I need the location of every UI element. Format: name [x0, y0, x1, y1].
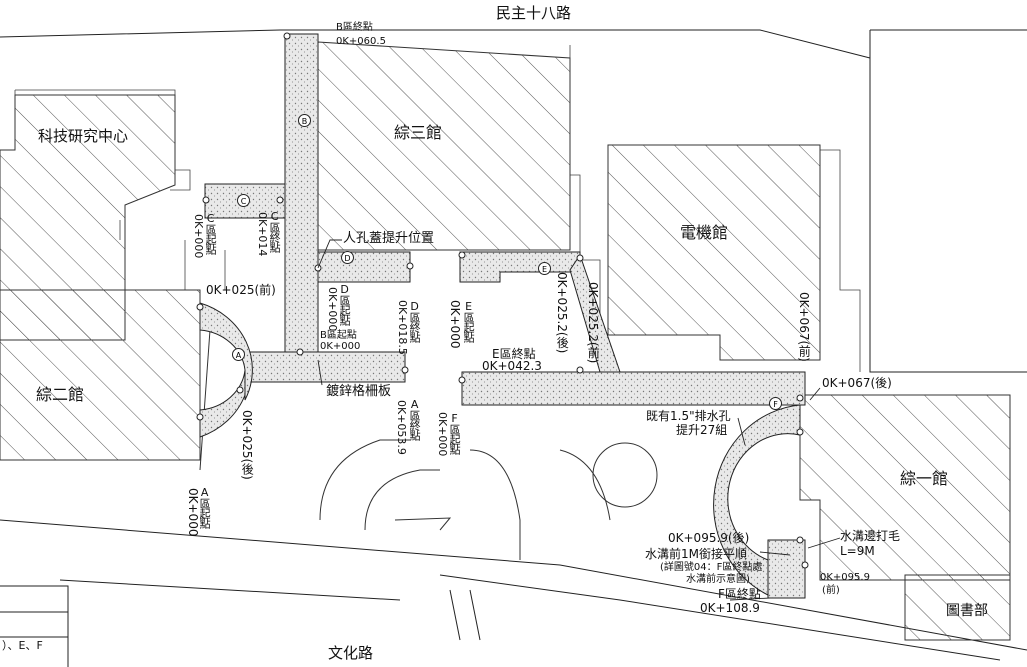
building-label-first-hall: 綜一館 [900, 469, 949, 488]
callout-drain-holes-2: 提升27組 [676, 423, 728, 437]
station-a-end: A區終點 [408, 398, 422, 440]
station-e-end-value: 0K+042.3 [482, 359, 542, 373]
station-f-0959-front: 0K+095.9 [820, 572, 870, 583]
station-c-start: C區起點 [204, 212, 218, 254]
callout-grating: 鍍鋅格柵板 [326, 384, 392, 399]
station-e-start: E區起點 [462, 300, 476, 342]
callout-drain-holes-1: 既有1.5"排水孔 [646, 409, 731, 423]
zone-marker-f: F [769, 397, 782, 410]
station-f-end-label: F區終點 [718, 587, 761, 601]
building-first-hall [799, 394, 1011, 581]
station-e-end-label: E區終點 [492, 347, 536, 361]
building-label-third-hall: 綜三館 [394, 123, 443, 142]
legend-fragment: ）、E、F [2, 639, 43, 652]
station-b-start-label: B區起點 [320, 330, 357, 341]
station-a-front: 0K+025(前) [206, 283, 276, 297]
road-edges [0, 29, 1027, 661]
station-d-start: D區起點 [338, 283, 352, 325]
building-label-electrical-hall: 電機館 [680, 223, 729, 242]
station-e-mid-back: 0K+025.2(後) [555, 272, 570, 354]
station-a-start: A區起點 [198, 486, 212, 528]
zone-f-end [767, 539, 806, 599]
building-blocks [0, 41, 1011, 641]
callout-ditch-edge-1: 水溝邊打毛 [840, 529, 901, 543]
station-a-end-value: 0K+053.9 [395, 400, 409, 455]
callout-ditch-edge-2: L=9M [840, 544, 875, 558]
callout-ditch-front-1: 水溝前1M銜接平順 [645, 547, 747, 561]
station-d-end: D區終點 [408, 300, 422, 342]
zone-marker-b: B [298, 114, 311, 127]
station-a-back: 0K+025(後) [240, 410, 255, 480]
callout-ditch-front-2: (詳圖號04：F區終點處 [660, 562, 763, 573]
zone-marker-e: E [538, 262, 551, 275]
building-label-library: 圖書部 [946, 603, 988, 619]
station-b-start-value: 0K+000 [320, 341, 361, 352]
zone-d-paving [317, 251, 411, 283]
callout-ditch-front-3: 水溝前示意圖) [686, 574, 750, 585]
paving-zones [199, 33, 806, 599]
station-b-end-value: 0K+060.5 [336, 36, 386, 47]
station-d-end-value: 0K+018.5 [396, 300, 410, 355]
building-library [904, 574, 1011, 641]
building-second-hall [0, 289, 201, 461]
plaza-curves [199, 329, 658, 560]
road-label-north: 民主十八路 [496, 4, 572, 22]
zone-a-arc-lower [199, 369, 246, 438]
road-label-south: 文化路 [328, 644, 374, 662]
zone-marker-d: D [341, 251, 354, 264]
leader-lines [317, 239, 841, 601]
station-c-end: C區終點 [268, 210, 282, 252]
station-f-067-back: 0K+067(後) [822, 376, 892, 390]
station-b-end-label: B區終點 [336, 22, 373, 33]
station-e-mid-front: 0K+025.2(前) [586, 282, 601, 364]
zone-b-paving [284, 33, 319, 353]
zone-e-paving [459, 251, 581, 283]
station-d-start-value: 0K+000 [326, 287, 340, 332]
station-f-start-value: 0K+000 [436, 412, 450, 457]
station-f-0959-back: 0K+095.9(後) [668, 531, 750, 545]
zone-a-arc [199, 302, 253, 401]
station-f-067-front: 0K+067(前) [797, 292, 812, 362]
zone-marker-c: C [237, 194, 250, 207]
building-electrical-hall [607, 144, 821, 361]
station-c-end-value: 0K+014 [256, 212, 270, 257]
station-c-start-value: 0K+000 [192, 214, 206, 259]
building-label-second-hall: 綜二館 [36, 385, 85, 404]
station-f-0959-front-tag: (前) [822, 585, 840, 596]
zone-e-link [569, 253, 621, 373]
legend-box [0, 585, 69, 667]
station-f-start: F區起點 [448, 412, 462, 454]
building-third-hall [317, 41, 571, 251]
zone-a-paving [244, 351, 406, 383]
station-f-end-value: 0K+108.9 [700, 601, 760, 615]
station-a-start-value: 0K+000 [186, 488, 201, 537]
callout-manhole: 人孔蓋提升位置 [343, 231, 435, 246]
zone-marker-a: A [232, 348, 245, 361]
zone-e-main [461, 371, 806, 406]
station-e-start-value: 0K+000 [448, 300, 463, 349]
building-label-tech-center: 科技研究中心 [38, 127, 129, 145]
station-markers [196, 32, 809, 569]
